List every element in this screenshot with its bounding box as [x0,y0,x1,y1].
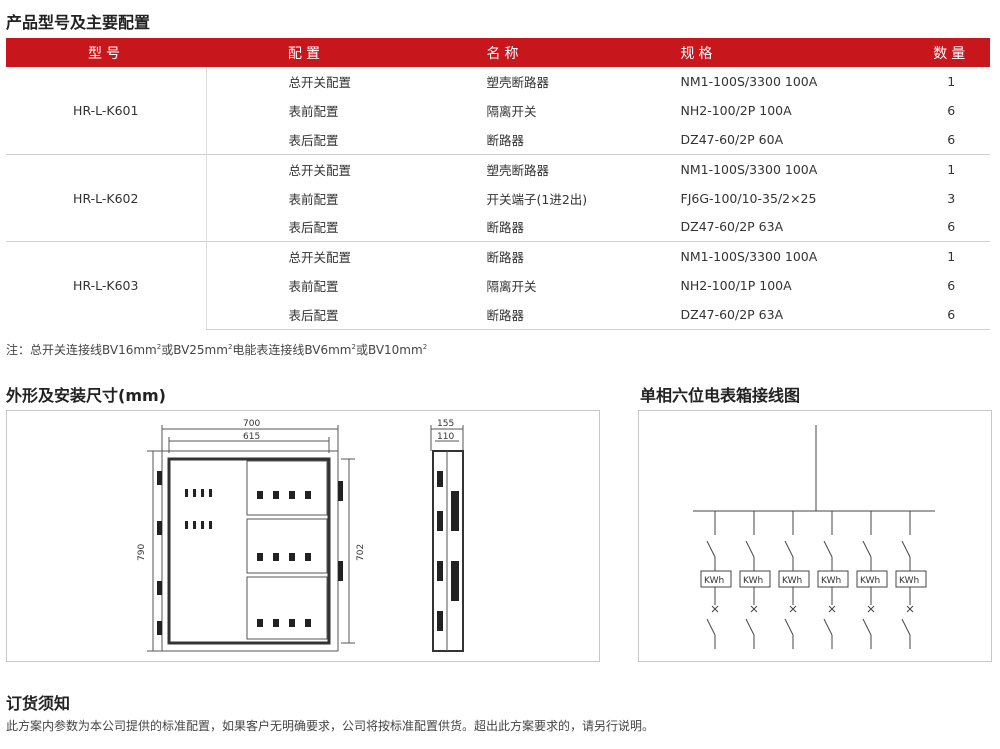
product-config-title: 产品型号及主要配置 [6,13,151,32]
header-spec: 规格 [646,38,913,67]
dim-depth-inner: 110 [437,432,454,442]
table-row: HR-L-K602 总开关配置 塑壳断路器 NM1-100S/3300 100A… [6,153,990,242]
qty-cell: 1 [947,73,956,89]
meter-label: KWh [860,576,880,586]
table-row: 表后配置 断路器 DZ47-60/2P 60A 6 [6,125,990,154]
table-row: HR-L-K601 总开关配置 塑壳断路器 NM1-100S/3300 100A… [6,67,990,155]
order-notice-title: 订货须知 [6,694,71,713]
dim-height-outer: 790 [137,544,147,561]
meter-label: KWh [743,576,763,586]
qty-cell: 6 [947,278,956,294]
spec-cell: NH2-100/1P 100A [680,278,792,294]
config-cell: 总开关配置 [288,74,352,90]
config-cell: 表前配置 [288,279,339,295]
config-cell: 总开关配置 [206,241,459,272]
dim-width-outer: 700 [243,419,260,429]
meter-label: KWh [704,576,724,586]
spec-cell: DZ47-60/2P 63A [646,300,913,331]
table-header-row: 型号 配置 名称 规格 数量 [6,38,990,67]
config-cell: 表前配置 [288,103,339,119]
qty-cell: 6 [947,219,956,235]
dimension-drawing-panel: 700 615 790 702 155 110 [6,410,600,662]
qty-cell: 1 [912,153,990,184]
spec-cell: FJ6G-100/10-35/2×25 [680,190,817,206]
dim-height-inner: 702 [356,544,366,561]
config-cell: 表后配置 [288,220,339,236]
order-notice-text: 此方案内参数为本公司提供的标准配置，如果客户无明确要求，公司将按标准配置供货。超… [6,719,655,733]
wiring-diagram-panel: KWh KWh KWh KWh KWh KWh [638,410,992,662]
name-cell: 开关端子(1进2出) [486,191,588,207]
wiring-diagram-title: 单相六位电表箱接线图 [640,386,801,405]
config-cell: 表后配置 [206,300,459,331]
table-row: 表后配置 断路器 DZ47-60/2P 63A 6 [6,212,990,241]
spec-cell: DZ47-60/2P 60A [680,131,784,147]
spec-cell: NM1-100S/3300 100A [680,73,818,89]
spec-cell: NM1-100S/3300 100A [646,153,913,184]
meter-label: KWh [899,576,919,586]
table-row: 表前配置 开关端子(1进2出) FJ6G-100/10-35/2×25 3 [6,184,990,213]
cabinet-dimension-drawing: 700 615 790 702 155 110 [137,419,464,652]
header-model: 型号 [6,38,206,67]
config-cell: 表前配置 [288,191,339,207]
table-row: 表前配置 隔离开关 NH2-100/2P 100A 6 [6,96,990,125]
wiring-note: 注：总开关连接线BV16mm2或BV25mm2电能表连接线BV6mm2或BV10… [6,343,428,357]
table-row: 表前配置 隔离开关 NH2-100/1P 100A 6 [6,271,990,300]
name-cell: 隔离开关 [486,103,537,119]
meter-branch: KWh [778,511,810,649]
name-cell: 塑壳断路器 [486,74,550,90]
spec-cell: DZ47-60/2P 63A [680,219,784,235]
model-cell: HR-L-K602 [6,153,207,242]
qty-cell: 3 [947,190,956,206]
header-config: 配置 [206,38,459,67]
meter-branch: KWh [700,511,732,649]
name-cell: 塑壳断路器 [458,153,647,184]
wiring-diagram: KWh KWh KWh KWh KWh KWh [693,425,935,649]
spec-cell: NH2-100/2P 100A [680,102,792,118]
meter-branch: KWh [856,511,888,649]
table-row: 表后配置 断路器 DZ47-60/2P 63A 6 [6,300,990,331]
config-cell: 表后配置 [288,132,339,148]
dimensions-title: 外形及安装尺寸(mm) [6,386,166,405]
name-cell: 断路器 [458,300,647,331]
dim-depth-outer: 155 [437,419,454,429]
meter-branch: KWh [739,511,771,649]
spec-cell: NM1-100S/3300 100A [646,241,913,272]
qty-cell: 1 [912,241,990,272]
model-cell: HR-L-K601 [6,67,207,155]
dim-width-inner: 615 [243,432,260,442]
table-row: HR-L-K603 总开关配置 断路器 NM1-100S/3300 100A 1 [6,241,990,330]
meter-label: KWh [782,576,802,586]
model-cell: HR-L-K603 [6,241,207,330]
qty-cell: 6 [947,131,956,147]
header-qty: 数量 [912,38,990,67]
meter-branch: KWh [895,511,927,649]
qty-cell: 6 [912,300,990,331]
header-name: 名称 [458,38,647,67]
config-cell: 总开关配置 [206,153,459,184]
name-cell: 断路器 [458,241,647,272]
meter-label: KWh [821,576,841,586]
meter-branch: KWh [817,511,849,649]
name-cell: 断路器 [486,132,525,148]
name-cell: 断路器 [486,220,525,236]
config-table: 型号 配置 名称 规格 数量 HR-L-K601 总开关配置 塑壳断路器 NM1… [6,38,990,331]
qty-cell: 6 [947,102,956,118]
name-cell: 隔离开关 [486,279,537,295]
